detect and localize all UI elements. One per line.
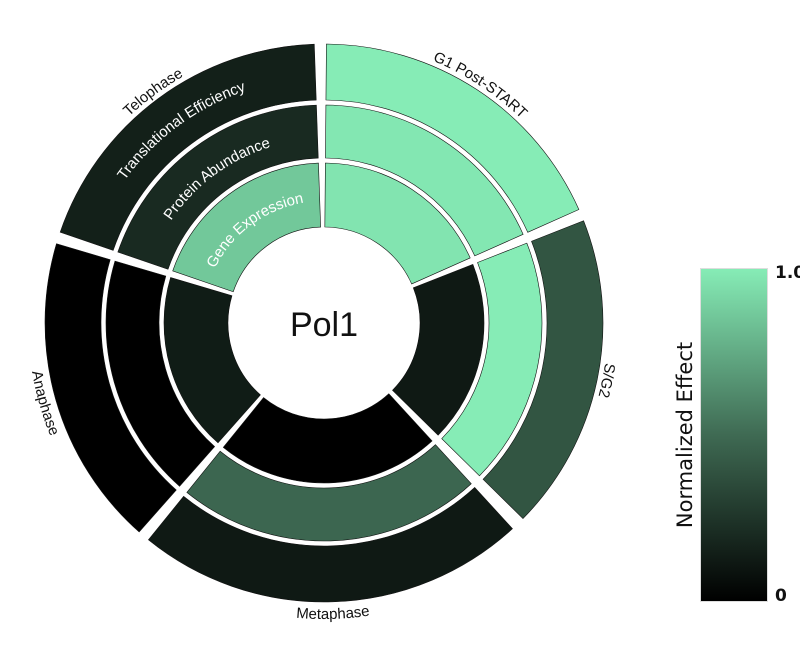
- segment-translational-efficiency-g1-post-start: [325, 43, 580, 233]
- colorbar-min-label: 0: [775, 586, 787, 606]
- center-label: Pol1: [290, 306, 358, 344]
- segment-gene-expression-telophase: [172, 162, 321, 293]
- segment-protein-abundance-s-g2: [441, 242, 543, 477]
- segment-gene-expression-g1-post-start: [324, 162, 471, 285]
- segment-translational-efficiency-telophase: [59, 43, 317, 251]
- colorbar-max-label: 1.0: [775, 263, 800, 283]
- segment-translational-efficiency-metaphase: [147, 486, 513, 603]
- segment-protein-abundance-g1-post-start: [325, 104, 524, 257]
- segments: [44, 43, 604, 603]
- colorbar: [700, 268, 768, 602]
- phase-label-text: S/G2: [595, 362, 619, 399]
- segment-gene-expression-anaphase: [163, 277, 261, 444]
- segment-translational-efficiency-s-g2: [482, 220, 604, 519]
- segment-gene-expression-metaphase: [222, 393, 433, 484]
- colorbar-title: Normalized Effect: [673, 341, 697, 529]
- sunburst-chart: G1 Post-STARTS/G2MetaphaseAnaphaseTeloph…: [28, 43, 619, 623]
- segment-translational-efficiency-anaphase: [44, 243, 177, 533]
- phase-label-text: Metaphase: [296, 603, 371, 623]
- segment-gene-expression-s-g2: [392, 263, 485, 436]
- segment-protein-abundance-metaphase: [186, 444, 472, 542]
- segment-protein-abundance-telophase: [117, 104, 319, 270]
- phase-label: S/G2: [595, 362, 619, 399]
- segment-protein-abundance-anaphase: [105, 260, 216, 487]
- phase-label: Metaphase: [296, 603, 371, 623]
